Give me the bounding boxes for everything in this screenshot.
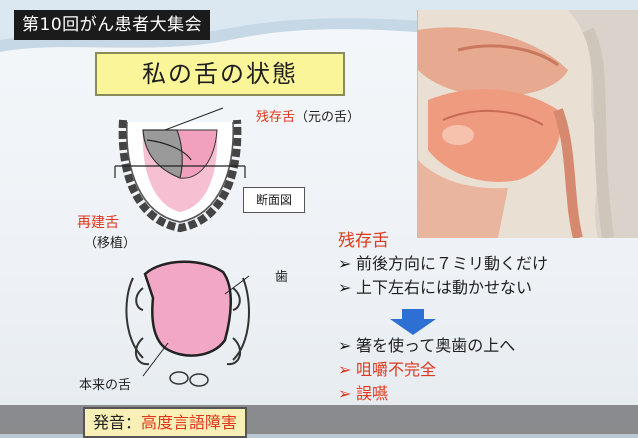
bullet-text: 誤嚥 [356, 384, 388, 403]
event-label: 第10回がん患者大集会 [14, 10, 210, 40]
bullet-text: 前後方向に７ミリ動くだけ [356, 254, 548, 273]
bullet-text: 咀嚼不完全 [356, 360, 436, 379]
transplant-label: （移植） [84, 232, 136, 251]
mouth-top-view-illustration [105, 100, 255, 235]
bullet-item: ➢箸を使って奥歯の上へ [338, 332, 515, 356]
pronunciation-label: 発音：高度言語障害 [83, 407, 247, 438]
bullet-arrow-icon: ➢ [338, 336, 356, 355]
bullet-item: ➢前後方向に７ミリ動くだけ [338, 250, 548, 274]
pronunciation-prefix: 発音： [93, 413, 141, 432]
bullet-arrow-icon: ➢ [338, 360, 356, 379]
bullet-text: 上下左右には動かせない [356, 278, 532, 297]
rebuilt-tongue-label: 再建舌 [77, 212, 119, 232]
bullet-item: ➢上下左右には動かせない [338, 274, 532, 298]
bullet-arrow-icon: ➢ [338, 278, 356, 297]
tongue-section-illustration [113, 248, 263, 398]
bullet-item: ➢誤嚥 [338, 380, 388, 404]
slide-title: 私の舌の状態 [95, 52, 345, 96]
residual-tongue-note: （元の舌） [295, 110, 360, 125]
bullet-item: ➢咀嚼不完全 [338, 356, 436, 380]
bullet-arrow-icon: ➢ [338, 254, 356, 273]
bullet-text: 箸を使って奥歯の上へ [356, 336, 515, 355]
original-tongue-label: 本来の舌 [79, 374, 131, 393]
residual-tongue-text: 残存舌 [256, 110, 295, 125]
head-cross-section-illustration [417, 10, 638, 238]
tooth-label: 歯 [275, 266, 288, 285]
bullet-arrow-icon: ➢ [338, 384, 356, 403]
residual-tongue-label: 残存舌（元の舌） [256, 106, 360, 125]
section-view-label: 断面図 [243, 187, 305, 213]
notes-heading: 残存舌 [338, 226, 389, 251]
pronunciation-value: 高度言語障害 [141, 413, 237, 432]
